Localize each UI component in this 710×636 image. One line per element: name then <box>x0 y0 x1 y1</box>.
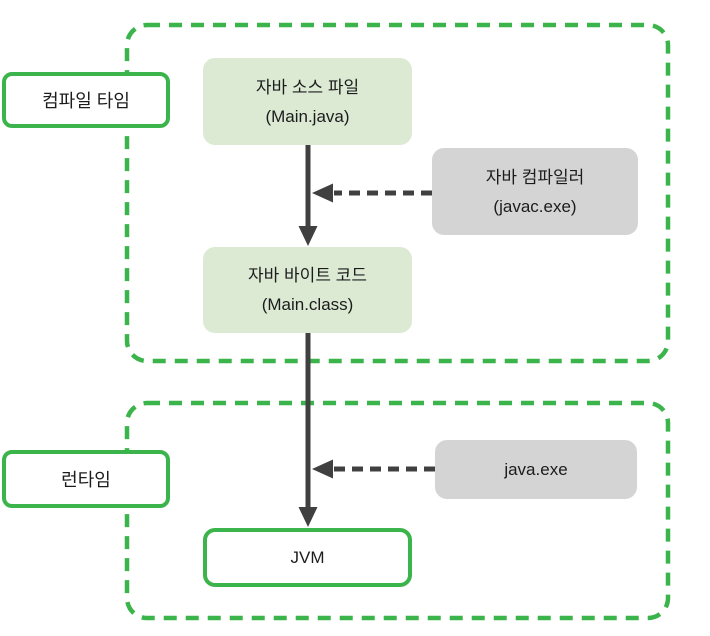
node-java-launcher-label: java.exe <box>504 460 568 479</box>
node-java-source-file: 자바 소스 파일 (Main.java) <box>203 58 412 145</box>
runtime-zone-label: 런타임 <box>2 450 170 508</box>
compile-time-zone-label: 컴파일 타임 <box>2 72 170 128</box>
node-java-source-subtitle: (Main.java) <box>265 106 350 126</box>
node-java-source-title: 자바 소스 파일 <box>255 77 360 97</box>
compile-time-zone-label-text: 컴파일 타임 <box>42 91 130 111</box>
node-java-compiler: 자바 컴파일러 (javac.exe) <box>432 148 638 235</box>
runtime-zone-border <box>124 400 671 621</box>
arrowhead-source-to-bytecode <box>298 226 318 246</box>
node-java-compiler-subtitle: (javac.exe) <box>493 196 577 216</box>
arrowhead-compiler <box>312 183 333 203</box>
runtime-zone-label-text: 런타임 <box>61 470 111 490</box>
node-jvm-label: JVM <box>290 548 325 567</box>
node-jvm: JVM <box>203 528 412 587</box>
node-java-bytecode-subtitle: (Main.class) <box>261 295 354 314</box>
node-java-compiler-title: 자바 컴파일러 <box>485 167 585 187</box>
compile-time-zone-border <box>124 22 671 364</box>
node-java-bytecode: 자바 바이트 코드 (Main.class) <box>203 247 412 333</box>
arrowhead-bytecode-to-jvm <box>298 507 318 527</box>
node-java-launcher: java.exe <box>435 440 637 499</box>
node-java-bytecode-title: 자바 바이트 코드 <box>248 266 367 285</box>
arrowhead-launcher <box>312 459 333 479</box>
